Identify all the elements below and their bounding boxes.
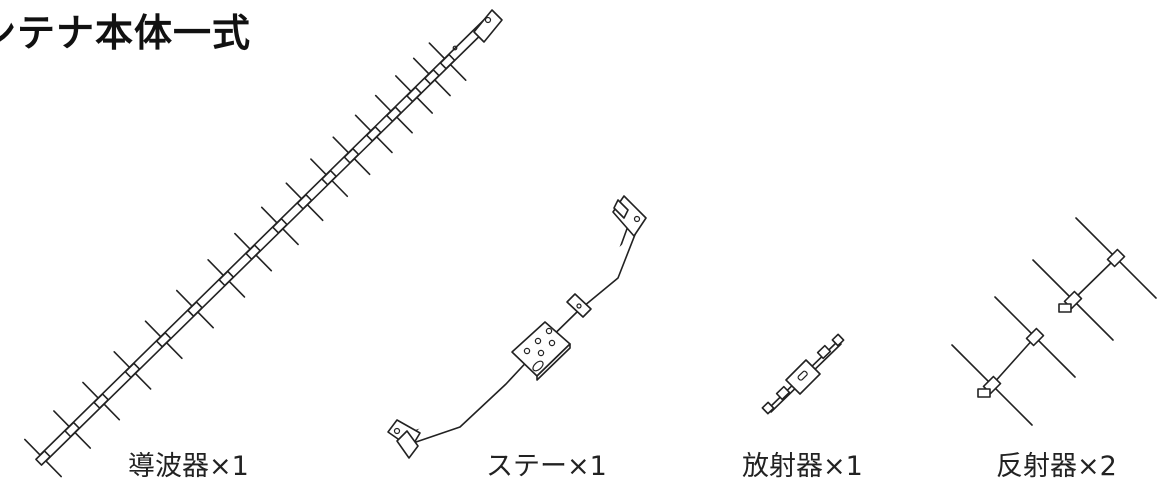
- director-illustration: [24, 9, 503, 478]
- director-clamp: [93, 393, 109, 409]
- director-clamp: [296, 193, 313, 210]
- director-clamp: [386, 106, 402, 123]
- stay-mounting-plate: [511, 321, 571, 381]
- director-clamp: [245, 244, 261, 260]
- director-clamp: [35, 450, 51, 466]
- radiator-caption: 放射器×1: [742, 451, 863, 482]
- director-clamp: [439, 53, 456, 70]
- reflector-illustration: [951, 217, 1157, 426]
- reflector-clamp: [1025, 327, 1045, 347]
- page-title: ンテナ本体一式: [0, 11, 252, 55]
- director-clamp: [187, 301, 203, 317]
- director-clamp: [218, 270, 235, 287]
- director-clamp: [406, 86, 422, 103]
- director-clamp: [365, 126, 382, 142]
- director-clamp: [64, 421, 80, 438]
- radiator-illustration: [761, 333, 845, 415]
- director-clamp: [155, 331, 172, 348]
- reflector-clamp: [1106, 248, 1126, 268]
- stay-caption: ステー×1: [486, 451, 607, 482]
- reflector-unit: [1032, 217, 1157, 341]
- director-clamp: [321, 169, 337, 186]
- director-clamp: [424, 69, 440, 85]
- radiator-feed-box: [785, 359, 821, 395]
- stay-lower-bracket: [387, 419, 421, 459]
- director-clamp: [272, 218, 288, 234]
- reflector-unit: [951, 296, 1076, 426]
- director-clamp: [124, 362, 141, 379]
- stay-illustration: [387, 195, 647, 459]
- stay-upper-bracket: [612, 195, 647, 237]
- director-boom-end-bracket: [473, 9, 503, 43]
- reflector-caption: 反射器×2: [996, 451, 1117, 482]
- director-caption: 導波器×1: [128, 451, 249, 482]
- director-clamp: [343, 147, 360, 164]
- stay-clamp: [566, 293, 592, 318]
